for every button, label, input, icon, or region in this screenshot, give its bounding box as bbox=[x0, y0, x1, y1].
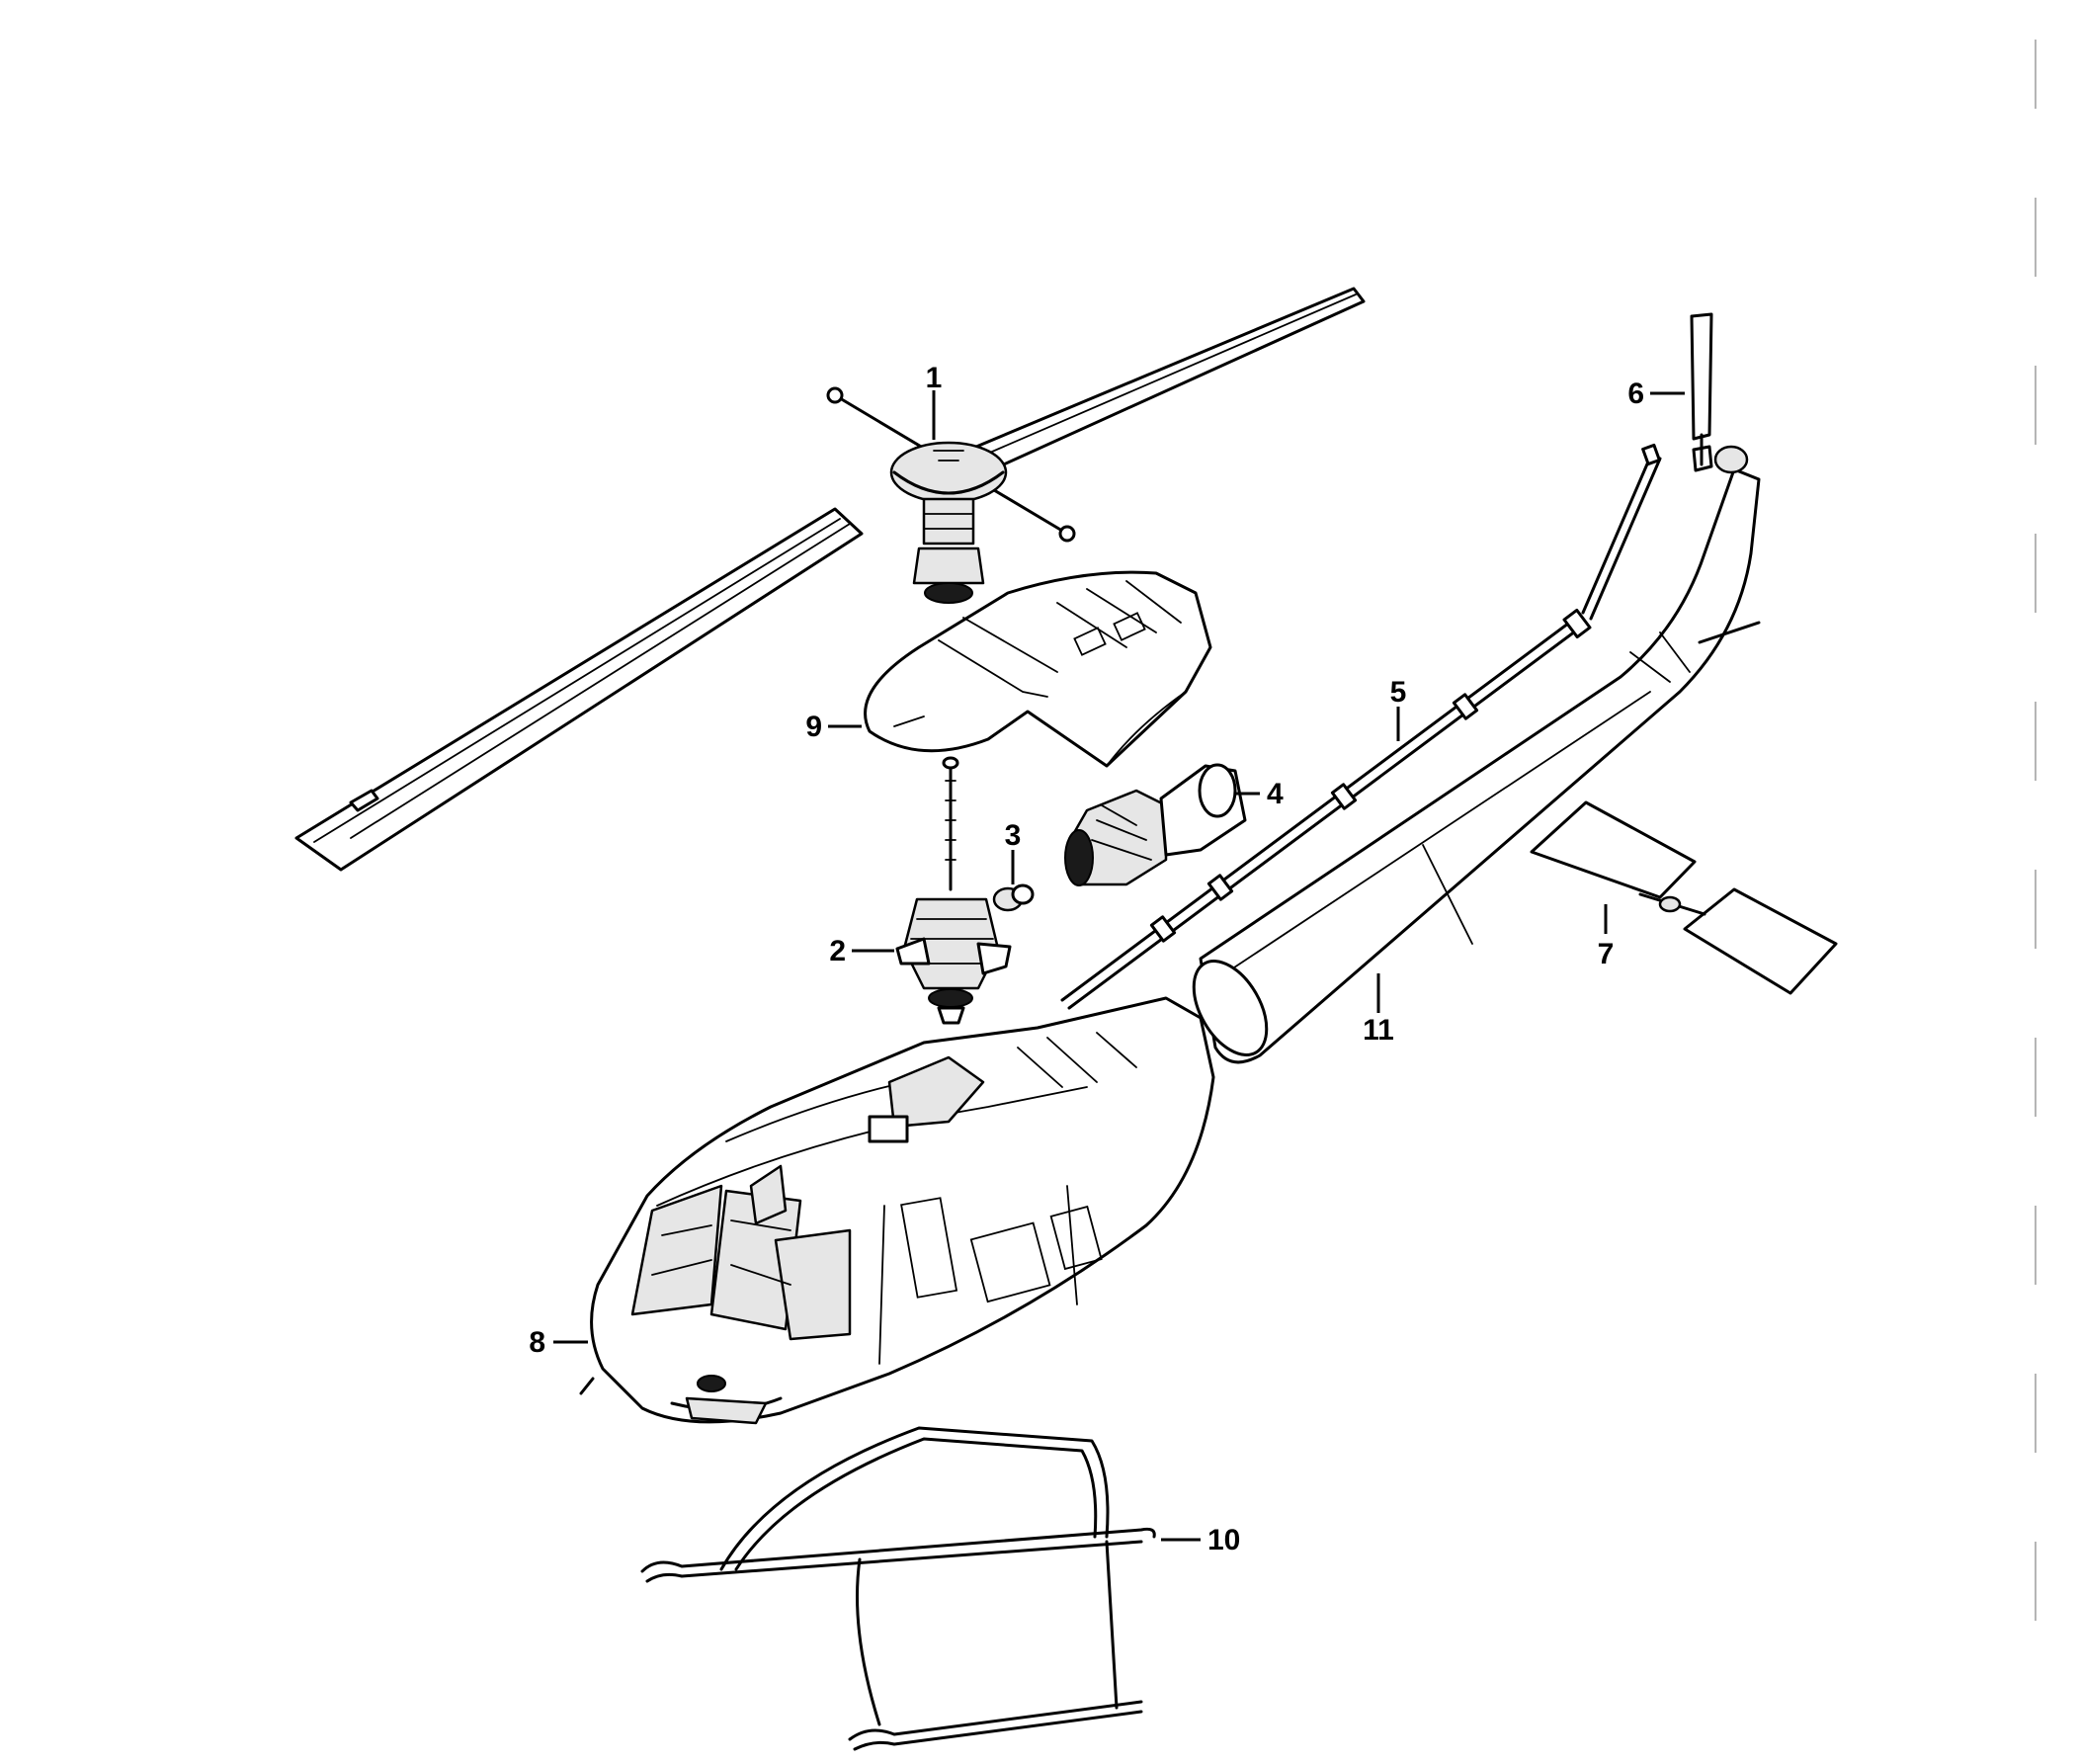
callout-labels: 1 2 3 4 5 6 7 8 9 10 11 bbox=[529, 362, 1644, 1556]
engine bbox=[1064, 763, 1247, 886]
callout-4: 4 bbox=[1267, 778, 1284, 810]
main-rotor-assembly bbox=[294, 287, 1366, 872]
transmission bbox=[895, 756, 1012, 1025]
callout-3: 3 bbox=[1005, 819, 1022, 852]
landing-gear bbox=[640, 1426, 1156, 1751]
callout-6: 6 bbox=[1627, 378, 1644, 410]
tail-boom bbox=[1192, 467, 1761, 1064]
fuselage bbox=[579, 996, 1215, 1425]
mount-fitting bbox=[992, 883, 1035, 912]
tail-rotor-driveshaft bbox=[1060, 443, 1662, 1010]
cowling bbox=[864, 570, 1212, 768]
callout-leaders bbox=[553, 390, 1685, 1542]
synchronized-elevator bbox=[1530, 800, 1838, 995]
callout-8: 8 bbox=[529, 1326, 545, 1359]
callout-11: 11 bbox=[1363, 1014, 1394, 1047]
callout-2: 2 bbox=[829, 935, 846, 967]
tail-rotor bbox=[1690, 312, 1749, 474]
callout-10: 10 bbox=[1207, 1524, 1240, 1556]
callout-9: 9 bbox=[805, 711, 822, 743]
callout-7: 7 bbox=[1598, 938, 1615, 970]
callout-5: 5 bbox=[1390, 676, 1407, 709]
callout-1: 1 bbox=[926, 362, 943, 394]
